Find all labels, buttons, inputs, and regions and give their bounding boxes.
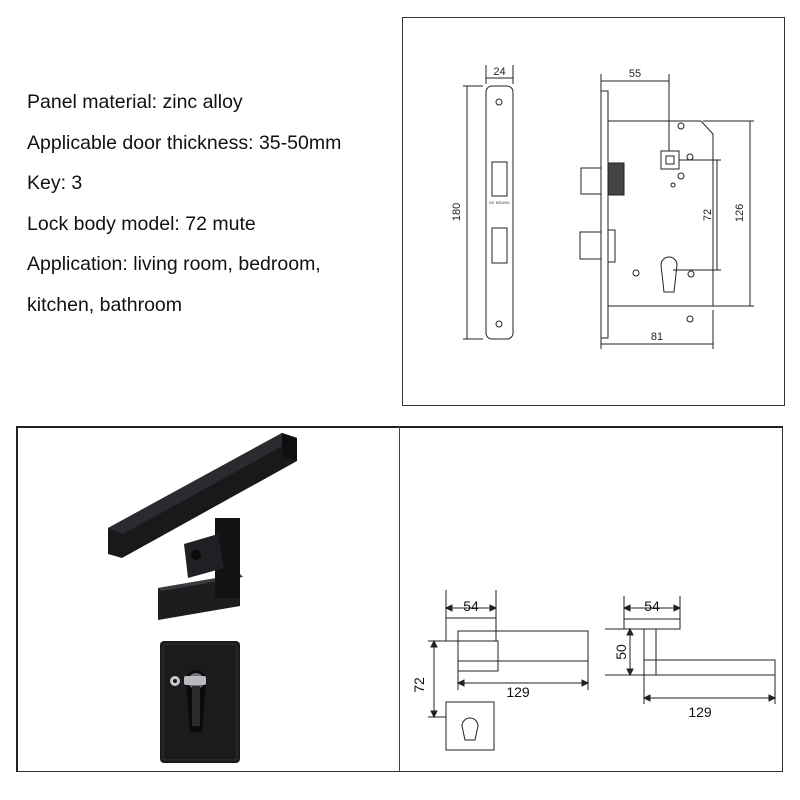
- side-lever: [643, 659, 776, 676]
- body-height-label: 126: [734, 204, 746, 222]
- spec-application-continued: kitchen, bathroom: [27, 293, 183, 316]
- faceplate-width-label: 24: [493, 66, 505, 78]
- front-cylinder-hole: [461, 717, 479, 741]
- case-screw-left: [632, 269, 640, 277]
- lock-front-plate: [600, 90, 609, 339]
- panel-divider: [399, 426, 400, 772]
- spindle-hub: [660, 150, 680, 170]
- spec-panel-material: Panel material: zinc alloy: [27, 91, 243, 113]
- front-center-distance-label: 72: [411, 677, 427, 693]
- spec-key: Key: 3: [27, 172, 83, 194]
- cylinder-hole: [660, 256, 678, 293]
- dead-bolt-guide: [607, 229, 616, 263]
- spindle-square: [665, 155, 675, 165]
- lock-body-drawing-panel: 24 180 DE BRAND 55 81 126 72: [402, 17, 785, 406]
- lever-bar: [108, 433, 297, 558]
- deadbolt-slot: [491, 227, 508, 264]
- latch-body: [607, 162, 625, 196]
- latch-slot: [491, 161, 508, 197]
- backset-label: 55: [629, 68, 641, 80]
- front-rose: [445, 617, 497, 642]
- handle-product-image: [108, 433, 297, 763]
- front-escutcheon: [445, 701, 495, 751]
- front-lever-length-label: 129: [506, 684, 530, 700]
- key-icon: [184, 676, 206, 685]
- lock-case: [607, 120, 714, 307]
- side-neck: [643, 628, 657, 676]
- side-rose-width-label: 54: [644, 598, 660, 614]
- faceplate-height-label: 180: [451, 203, 463, 221]
- case-screw-bottom: [686, 315, 694, 323]
- case-screw-top: [677, 122, 685, 130]
- screw-icon: [191, 550, 201, 560]
- case-pin: [670, 182, 676, 188]
- latch-bolt: [580, 167, 602, 195]
- faceplate-screw-bottom: [495, 320, 503, 328]
- front-lever: [457, 630, 589, 662]
- front-rose-width-label: 54: [463, 598, 479, 614]
- handle-dimension-diagram: 54 72 129 54 50 129: [411, 590, 777, 751]
- spec-door-thickness: Applicable door thickness: 35-50mm: [27, 131, 342, 154]
- faceplate-screw-top: [495, 98, 503, 106]
- side-lever-length-label: 129: [688, 704, 712, 720]
- case-screw-low: [677, 172, 685, 180]
- lock-body-diagram: 24 180 DE BRAND 55 81 126 72: [451, 65, 754, 349]
- side-rose: [623, 618, 681, 630]
- dead-bolt: [579, 231, 602, 260]
- body-depth-label: 81: [651, 331, 663, 343]
- spec-list: Panel material: zinc alloy Applicable do…: [27, 82, 397, 325]
- faceplate-mark: DE BRAND: [489, 200, 510, 205]
- spec-lock-body-model: Lock body model: 72 mute: [27, 212, 256, 235]
- side-height-label: 50: [613, 644, 629, 660]
- case-screw-right: [687, 270, 695, 278]
- case-screw-mid: [686, 153, 694, 161]
- faceplate: [485, 85, 514, 340]
- front-rose-lower: [457, 640, 499, 672]
- spec-application: Application: living room, bedroom,: [27, 253, 321, 275]
- center-distance-label: 72: [702, 209, 714, 221]
